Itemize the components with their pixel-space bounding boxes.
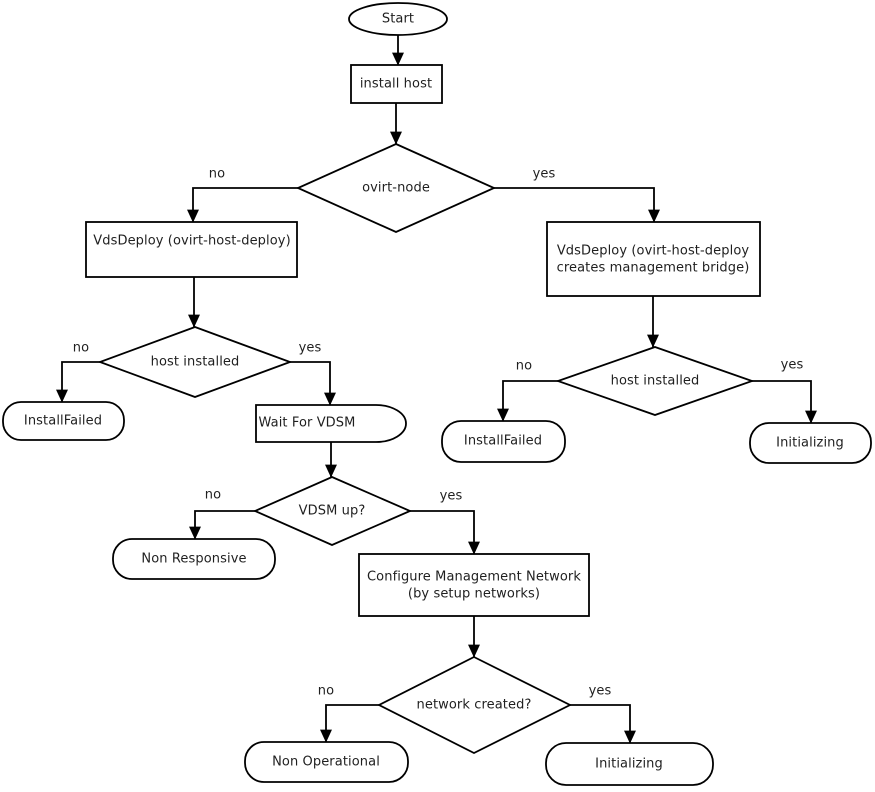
node-configure-network: Configure Management Network (by setup n… (358, 553, 590, 617)
start-label: Start (382, 12, 414, 27)
initializing-bottom-box (545, 742, 714, 786)
edge-label-network-created-no: no (318, 684, 334, 699)
non-operational-box (244, 741, 409, 783)
node-host-installed-left: host installed (97, 326, 293, 398)
vdsdeploy-right-label-line2: creates management bridge) (557, 261, 750, 276)
install-host-label: install host (360, 77, 432, 92)
edge-label-ovirt-node-yes: yes (533, 167, 556, 182)
vdsdeploy-right-box (546, 221, 761, 297)
vdsm-up-diamond (252, 476, 413, 546)
node-vdsm-up: VDSM up? (252, 476, 413, 546)
node-initializing-right: Initializing (749, 422, 872, 464)
wait-for-vdsm-delay-shape (255, 404, 407, 443)
node-start: Start (348, 2, 448, 36)
node-install-host: install host (350, 64, 443, 104)
node-non-responsive: Non Responsive (112, 538, 276, 580)
network-created-label: network created? (417, 698, 532, 713)
ovirt-node-label: ovirt-node (362, 181, 430, 196)
vdsm-up-label: VDSM up? (299, 504, 366, 519)
non-responsive-label: Non Responsive (141, 552, 246, 567)
edge-labels: no yes no yes no yes no yes no yes (73, 167, 804, 699)
edge-label-host-installed-left-yes: yes (299, 341, 322, 356)
non-operational-label: Non Operational (272, 755, 380, 770)
install-host-box (350, 64, 443, 104)
node-ovirt-node-decision: ovirt-node (295, 143, 497, 233)
ovirt-node-diamond (295, 143, 497, 233)
node-vdsdeploy-right: VdsDeploy (ovirt-host-deploy creates man… (546, 221, 761, 297)
edge-label-vdsm-up-no: no (205, 488, 221, 503)
edge-vdsm-up-yes (410, 510, 480, 555)
edge-host-installed-right-yes (752, 380, 817, 424)
edge-host-installed-right-no (497, 380, 558, 422)
configure-network-label-line2: (by setup networks) (408, 587, 540, 602)
edge-label-host-installed-right-no: no (516, 359, 532, 374)
node-initializing-bottom: Initializing (545, 742, 714, 786)
edge-label-host-installed-right-yes: yes (781, 358, 804, 373)
host-installed-left-label: host installed (151, 355, 240, 370)
start-ellipse (348, 2, 448, 36)
node-non-operational: Non Operational (244, 741, 409, 783)
node-install-failed-left: InstallFailed (2, 401, 125, 441)
install-failed-left-label: InstallFailed (24, 414, 102, 429)
edge-host-installed-left-yes (290, 361, 336, 406)
edge-vdsm-up-no (189, 510, 255, 540)
edges (56, 35, 817, 744)
vdsdeploy-left-box (85, 221, 298, 278)
initializing-right-box (749, 422, 872, 464)
initializing-right-label: Initializing (776, 436, 844, 451)
configure-network-box (358, 553, 590, 617)
edge-network-created-no (320, 704, 379, 743)
initializing-bottom-label: Initializing (595, 757, 663, 772)
edge-host-installed-left-no (56, 361, 100, 403)
network-created-diamond (377, 655, 573, 755)
vdsdeploy-left-label: VdsDeploy (ovirt-host-deploy) (93, 234, 291, 249)
node-network-created: network created? (377, 655, 573, 755)
vdsdeploy-right-label-line1: VdsDeploy (ovirt-host-deploy (557, 244, 750, 259)
install-failed-left-box (2, 401, 125, 441)
edge-label-host-installed-left-no: no (73, 341, 89, 356)
node-vdsdeploy-left: VdsDeploy (ovirt-host-deploy) (85, 221, 298, 278)
host-installed-right-label: host installed (611, 374, 700, 389)
node-install-failed-right: InstallFailed (441, 420, 566, 463)
edge-ovirt-node-yes (494, 187, 660, 223)
edge-ovirt-node-no (187, 187, 298, 223)
edge-label-network-created-yes: yes (589, 684, 612, 699)
host-installed-left-diamond (97, 326, 293, 398)
install-failed-right-box (441, 420, 566, 463)
edge-label-vdsm-up-yes: yes (440, 489, 463, 504)
non-responsive-box (112, 538, 276, 580)
edge-label-ovirt-node-no: no (209, 167, 225, 182)
configure-network-label-line1: Configure Management Network (367, 570, 581, 585)
wait-for-vdsm-label: Wait For VDSM (259, 416, 356, 431)
edge-network-created-yes (570, 704, 636, 744)
host-installed-right-diamond (555, 346, 755, 416)
node-host-installed-right: host installed (555, 346, 755, 416)
install-failed-right-label: InstallFailed (464, 434, 542, 449)
node-wait-for-vdsm: Wait For VDSM (255, 404, 407, 443)
